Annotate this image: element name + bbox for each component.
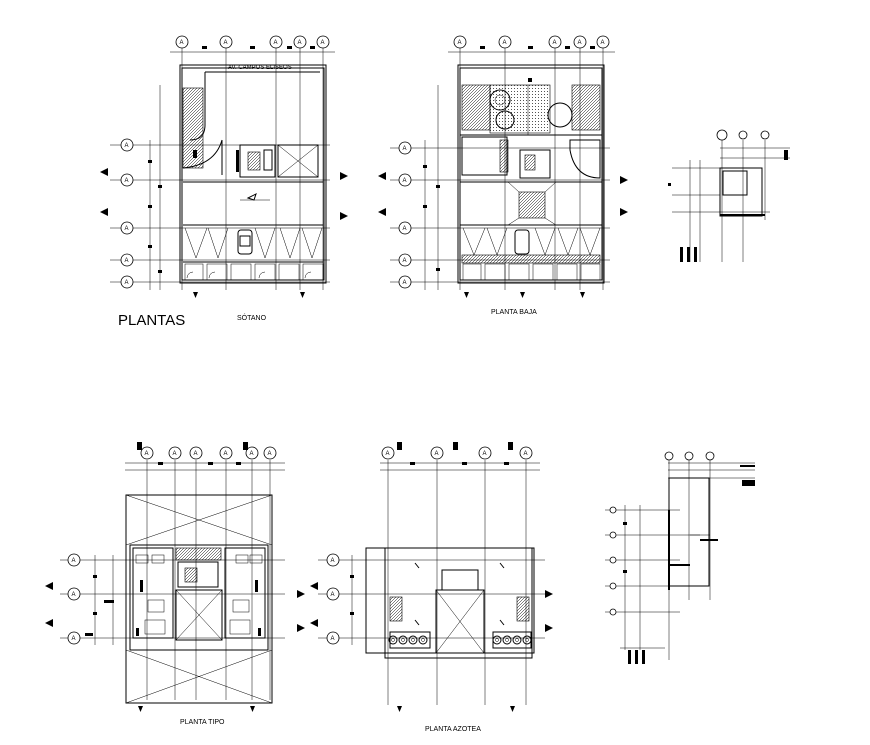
axis-bubble: A [293, 35, 307, 290]
svg-text:A: A [403, 226, 407, 232]
planta-tipo-label: PLANTA TIPO [180, 719, 225, 726]
svg-text:A: A [524, 451, 528, 457]
svg-text:A: A [321, 40, 325, 46]
baja-left-axes: A A A A A [378, 85, 628, 290]
axis-bubble: A [596, 35, 610, 290]
axis-bubble: A [269, 35, 283, 290]
tipo-top-axes: A A A A A A [140, 446, 277, 700]
bottom-rooms [462, 263, 601, 281]
svg-text:A: A [268, 451, 272, 457]
svg-text:A: A [298, 40, 302, 46]
svg-text:A: A [173, 451, 177, 457]
axis-bubble: A [430, 446, 444, 705]
axis-bubble: A [219, 446, 233, 700]
planta-tipo-plan: A A A A A A [45, 442, 305, 726]
main-title: PLANTAS [118, 312, 185, 329]
svg-text:A: A [224, 40, 228, 46]
axis-bubble: A [316, 35, 330, 290]
axis-bubble: A [245, 446, 259, 700]
svg-text:A: A [403, 178, 407, 184]
svg-text:A: A [503, 40, 507, 46]
svg-text:A: A [435, 451, 439, 457]
axis-bubble: A [140, 446, 154, 700]
parking-stalls [462, 227, 601, 256]
axis-bubble: A [573, 35, 587, 290]
tipo-left-axes: A A A [45, 553, 305, 645]
axis-bubble: A [478, 446, 492, 705]
svg-text:A: A [72, 592, 76, 598]
svg-text:A: A [125, 280, 129, 286]
svg-text:A: A [386, 451, 390, 457]
detail-left-axes [605, 505, 700, 664]
tanks-left [388, 635, 428, 645]
svg-text:A: A [72, 558, 76, 564]
bottom-rooms [184, 263, 324, 281]
sotano-label: SÓTANO [237, 313, 267, 322]
sotano-top-axes: A A A A A [175, 35, 330, 290]
planta-baja-label: PLANTA BAJA [491, 309, 537, 316]
azotea-top-axes: A A A A [381, 446, 533, 705]
svg-text:A: A [72, 636, 76, 642]
tanks-right [492, 635, 532, 645]
tipo-furniture [135, 554, 263, 636]
sotano-left-axes: A A A A A [100, 85, 348, 290]
svg-text:A: A [483, 451, 487, 457]
sotano-plan: A A A A A AV. CAMPOS ELISEOS [100, 35, 348, 322]
svg-text:A: A [125, 226, 129, 232]
svg-text:A: A [250, 451, 254, 457]
svg-text:A: A [331, 558, 335, 564]
axis-bubble: A [548, 35, 562, 290]
svg-text:A: A [125, 143, 129, 149]
svg-text:A: A [458, 40, 462, 46]
axis-bubble: A [519, 446, 533, 705]
svg-text:A: A [274, 40, 278, 46]
axis-bubble: A [263, 446, 277, 700]
planta-azotea-plan: A A A A A A [310, 442, 553, 733]
svg-text:A: A [403, 146, 407, 152]
svg-text:A: A [180, 40, 184, 46]
axis-bubble: A [168, 446, 182, 700]
azotea-left-axes: A A A [310, 553, 553, 645]
svg-text:A: A [224, 451, 228, 457]
planta-baja-plan: A A A A A [378, 35, 628, 316]
svg-text:A: A [194, 451, 198, 457]
svg-text:A: A [125, 178, 129, 184]
svg-text:A: A [125, 258, 129, 264]
axis-bubble: A [381, 446, 395, 705]
svg-text:A: A [601, 40, 605, 46]
detail-bottom-right [605, 451, 755, 664]
svg-text:A: A [578, 40, 582, 46]
svg-text:A: A [403, 258, 407, 264]
axis-bubble: A [219, 35, 233, 290]
detail-top-right [668, 129, 790, 262]
svg-text:A: A [403, 280, 407, 286]
baja-top-axes: A A A A A [453, 35, 610, 290]
svg-text:A: A [553, 40, 557, 46]
parking-stalls [184, 227, 323, 259]
svg-text:A: A [331, 636, 335, 642]
svg-text:A: A [145, 451, 149, 457]
planta-azotea-label: PLANTA AZOTEA [425, 726, 481, 733]
svg-text:A: A [331, 592, 335, 598]
